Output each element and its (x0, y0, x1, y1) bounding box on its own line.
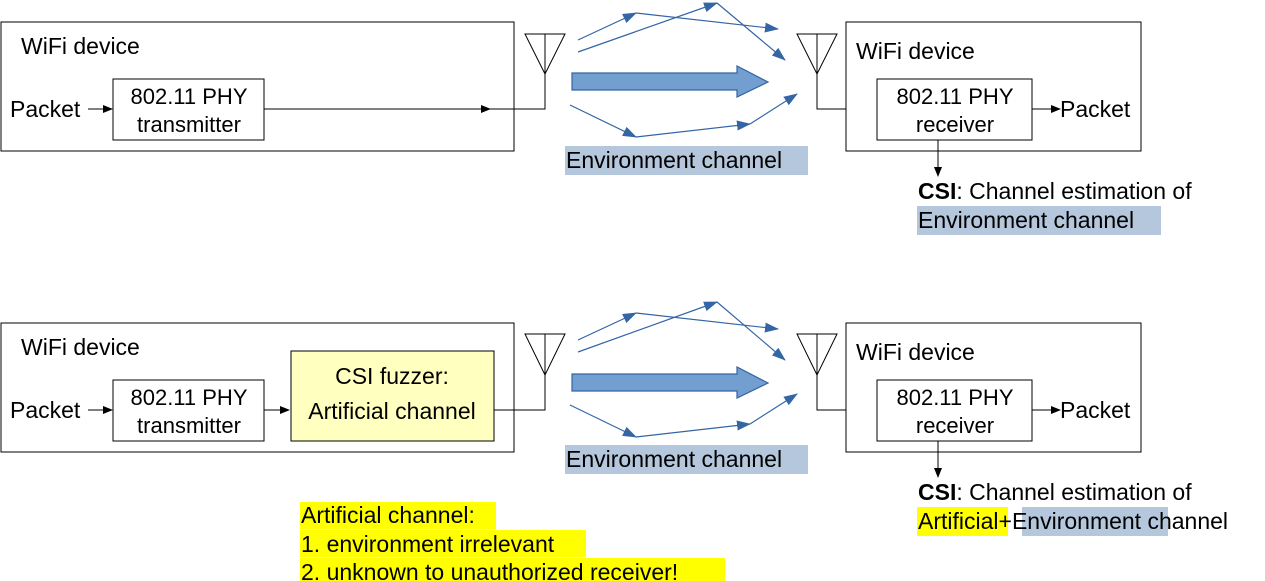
main-signal-arrow (571, 366, 770, 399)
artificial-channel-note: Artificial channel: 1. environment irrel… (300, 502, 725, 581)
ray (635, 120, 751, 138)
csi-artificial: Artificial (918, 508, 999, 534)
csi-plus: + (999, 508, 1012, 534)
rx-antenna-icon (796, 333, 838, 377)
packet-out-label: Packet (1060, 96, 1131, 122)
csi-caption: CSI: Channel estimation of (918, 479, 1192, 505)
rx-phy-line2: receiver (916, 413, 994, 438)
tx-phy-line2: transmitter (137, 413, 241, 438)
top-rays (569, 2, 798, 138)
rx-phy-box (876, 379, 1033, 442)
csi-line2: Environment channel (918, 207, 1134, 233)
ray (749, 393, 798, 425)
ray (716, 2, 786, 61)
ray (716, 301, 786, 361)
packet-in-label: Packet (10, 96, 81, 122)
rx-antenna-icon (796, 33, 838, 76)
tx-device-label: WiFi device (21, 33, 140, 59)
note-line1-highlight (300, 502, 496, 529)
csi-fuzzer-box (290, 350, 495, 442)
rx-device-label: WiFi device (856, 339, 975, 365)
rx-phy-box (876, 78, 1033, 141)
note-line3-highlight (300, 558, 725, 581)
csi-line2: Artificial+Environment channel (918, 508, 1228, 534)
csi-bold: CSI (918, 479, 956, 505)
environment-channel-highlight (565, 445, 808, 474)
tx-antenna-feed (494, 375, 546, 411)
csi-environment-highlight (1022, 507, 1168, 536)
ray (577, 12, 637, 41)
rx-device-label: WiFi device (856, 38, 975, 64)
csi-rest: : Channel estimation of (956, 479, 1192, 505)
ray (635, 312, 779, 333)
csi-bold: CSI (918, 178, 956, 204)
fuzzer-line1: CSI fuzzer: (335, 363, 449, 389)
tx-phy-box (112, 379, 265, 442)
environment-channel-label: Environment channel (566, 147, 782, 173)
packet-in-label: Packet (10, 397, 81, 423)
ray (577, 301, 718, 353)
tx-antenna-feed (490, 74, 546, 110)
tx-phy-box (112, 78, 265, 141)
environment-channel-label: Environment channel (566, 446, 782, 472)
tx-antenna-icon (524, 33, 566, 76)
note-line2-highlight (300, 530, 586, 557)
csi-artificial-highlight (917, 507, 1008, 536)
ray (569, 104, 637, 138)
note-line2: 1. environment irrelevant (301, 531, 555, 557)
csi-environment: Environment (1012, 508, 1142, 534)
ray (749, 93, 798, 125)
note-line3: 2. unknown to unauthorized receiver! (301, 559, 678, 581)
rx-phy-line2: receiver (916, 112, 994, 137)
packet-out-label: Packet (1060, 397, 1131, 423)
main-signal-arrow (571, 65, 770, 98)
csi-rest: : Channel estimation of (956, 178, 1192, 204)
top-diagram: WiFi device Packet 802.11 PHY transmitte… (0, 2, 1192, 235)
ray (577, 2, 718, 53)
tx-antenna-icon (524, 333, 566, 377)
tx-phy-line1: 802.11 PHY (130, 385, 247, 410)
ray (569, 404, 637, 438)
csi-environment-highlight (917, 206, 1161, 235)
bottom-diagram: WiFi device Packet 802.11 PHY transmitte… (0, 301, 1228, 536)
note-line1: Artificial channel: (301, 502, 475, 528)
csi-channel-word: channel (1141, 508, 1228, 534)
csi-caption: CSI: Channel estimation of (918, 178, 1192, 204)
ray (635, 420, 751, 438)
tx-phy-line1: 802.11 PHY (130, 84, 247, 109)
ray (635, 12, 779, 33)
bottom-rays (569, 301, 798, 438)
fuzzer-line2: Artificial channel (308, 398, 475, 424)
rx-phy-line1: 802.11 PHY (896, 385, 1013, 410)
environment-channel-highlight (565, 146, 808, 175)
rx-phy-line1: 802.11 PHY (896, 84, 1013, 109)
tx-device-label: WiFi device (21, 334, 140, 360)
tx-phy-line2: transmitter (137, 112, 241, 137)
ray (577, 312, 637, 341)
